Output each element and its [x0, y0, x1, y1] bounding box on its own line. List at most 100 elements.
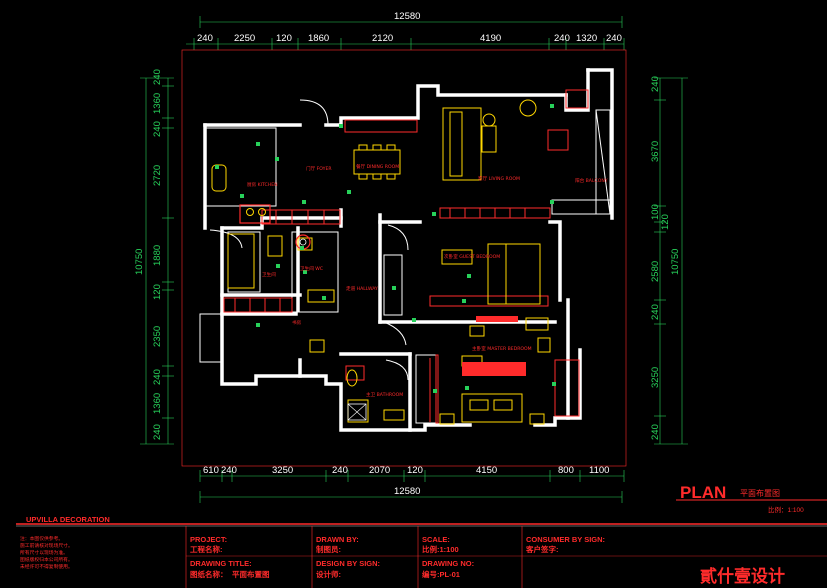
company-name: UPVILLA DECORATION: [26, 515, 110, 524]
note-line: 所有尺寸以现场为准。: [20, 549, 68, 556]
room-study: 书房: [292, 319, 302, 326]
title-block: [16, 499, 827, 588]
room-living: 客厅 LIVING ROOM: [478, 175, 520, 182]
dim-right-total: 10750: [670, 249, 681, 275]
sofa: [442, 107, 482, 181]
furniture: [211, 99, 551, 425]
design-by-label-cn: 设计师:: [316, 569, 341, 579]
top-dimension-labels: 240 2250 120 1860 2120 4190 240 1320 240: [197, 33, 622, 44]
top-dimensions: [186, 16, 625, 50]
note-line: 施工前请核对现场尺寸。: [20, 542, 73, 549]
note-line: 未经许可不得复制使用。: [20, 563, 73, 570]
dim-top-1: 2250: [234, 33, 255, 44]
dining-table: [353, 149, 401, 175]
dim-bottom-2: 3250: [272, 465, 293, 476]
room-dining: 餐厅 DINING ROOM: [356, 163, 399, 170]
plan-title: PLAN: [680, 483, 726, 502]
master-bed: [461, 393, 523, 423]
brand-logo: 貳什壹设计: [700, 566, 785, 587]
consumer-label-cn: 客户签字:: [525, 544, 559, 554]
plan-frame: [181, 49, 627, 467]
design-by-label: DESIGN BY SIGN:: [316, 559, 380, 568]
dim-top-3: 1860: [308, 33, 329, 44]
note-line: 图纸版权归本公司所有。: [20, 556, 73, 563]
dim-top-0: 240: [197, 33, 213, 44]
room-wc: 卫生间 WC: [300, 265, 323, 272]
dim-right-3: 120: [660, 214, 671, 230]
room-labels: 厨房 KITCHEN 门厅 FOYER 餐厅 DINING ROOM 客厅 LI…: [247, 163, 608, 398]
dim-left-0: 240: [152, 69, 163, 85]
room-entrance: 门厅 FOYER: [306, 165, 332, 172]
dim-top-6: 240: [554, 33, 570, 44]
drawing-title-label-cn: 图纸名称：: [190, 569, 228, 579]
dim-top-4: 2120: [372, 33, 393, 44]
left-dimensions: [140, 77, 174, 445]
dim-left-9: 240: [152, 424, 163, 440]
room-master: 主卧室 MASTER BEDROOM: [472, 345, 532, 352]
right-dimensions: [654, 77, 688, 445]
dim-left-5: 120: [152, 284, 163, 300]
note-line: 注：本图仅供参考。: [20, 535, 63, 542]
bottom-dimensions: [199, 470, 625, 503]
drawing-no-value: 编号:PL-01: [422, 569, 460, 579]
dim-left-3: 2720: [152, 165, 163, 186]
walls: [203, 68, 614, 432]
dim-bottom-4: 2070: [369, 465, 390, 476]
dim-right-1: 3670: [650, 141, 661, 162]
room-guest: 次卧室 GUEST BEDROOM: [444, 253, 500, 260]
dim-right-0: 240: [650, 76, 661, 92]
master-bed-accent: [462, 362, 526, 376]
drawing-no-label: DRAWING NO:: [422, 559, 474, 568]
right-dimension-labels: 240 3670 100 120 2580 240 3250 240 10750: [650, 76, 681, 440]
dim-top-2: 120: [276, 33, 292, 44]
dim-bottom-3: 240: [332, 465, 348, 476]
dim-bottom-8: 1100: [589, 465, 609, 476]
project-label-cn: 工程名称:: [190, 544, 223, 554]
drawn-by-label-cn: 制图员:: [316, 544, 341, 554]
room-balcony: 阳台 BALCONY: [575, 177, 608, 184]
left-dimension-labels: 240 1360 240 2720 1880 120 2350 240 1360…: [134, 69, 163, 440]
dim-right-4: 2580: [650, 261, 661, 282]
guest-bed: [487, 243, 541, 305]
drawing-title-value: 平面布置图: [232, 569, 270, 579]
room-bathroom: 卫生间: [262, 271, 276, 278]
scale-label: 比例：1:100: [768, 505, 804, 514]
scale-field-value: 比例:1:100: [422, 544, 459, 554]
dim-left-1: 1360: [152, 93, 163, 114]
cabinetry: [223, 89, 589, 424]
dim-right-7: 240: [650, 424, 661, 440]
dim-bottom-1: 240: [221, 465, 237, 476]
dim-bottom-0: 610: [203, 465, 219, 476]
project-label: PROJECT:: [190, 535, 227, 544]
dim-total-bottom: 12580: [394, 486, 420, 497]
notes: 注：本图仅供参考。 施工前请核对现场尺寸。 所有尺寸以现场为准。 图纸版权归本公…: [20, 535, 73, 570]
outlet-markers: [215, 104, 556, 393]
room-hallway: 走道 HALLWAY: [346, 285, 378, 292]
plan-subtitle: 平面布置图: [740, 488, 780, 498]
dim-left-2: 240: [152, 121, 163, 137]
dim-left-7: 240: [152, 369, 163, 385]
room-kitchen: 厨房 KITCHEN: [247, 181, 278, 188]
dim-left-total: 10750: [134, 249, 145, 275]
consumer-label: CONSUMER BY SIGN:: [526, 535, 605, 544]
dim-bottom-6: 4150: [476, 465, 497, 476]
scale-field-label: SCALE:: [422, 535, 450, 544]
dim-left-8: 1360: [152, 393, 163, 414]
drawing-title-label: DRAWING TITLE:: [190, 559, 252, 568]
master-wardrobe-accent: [476, 316, 518, 322]
dim-top-5: 4190: [480, 33, 501, 44]
dim-left-4: 1880: [152, 245, 163, 266]
stove: [239, 204, 271, 224]
dim-bottom-7: 800: [558, 465, 574, 476]
bottom-dimension-labels: 610 240 3250 240 2070 120 4150 800 1100: [203, 465, 609, 476]
dim-right-6: 3250: [650, 367, 661, 388]
room-master-bath: 主卫 BATHROOM: [366, 391, 403, 398]
side-table: [482, 113, 496, 127]
dim-top-8: 240: [606, 33, 622, 44]
dim-right-2: 100: [650, 204, 661, 220]
dim-right-5: 240: [650, 304, 661, 320]
dim-left-6: 2350: [152, 326, 163, 347]
drawn-by-label: DRAWN BY:: [316, 535, 359, 544]
dim-bottom-5: 120: [407, 465, 423, 476]
